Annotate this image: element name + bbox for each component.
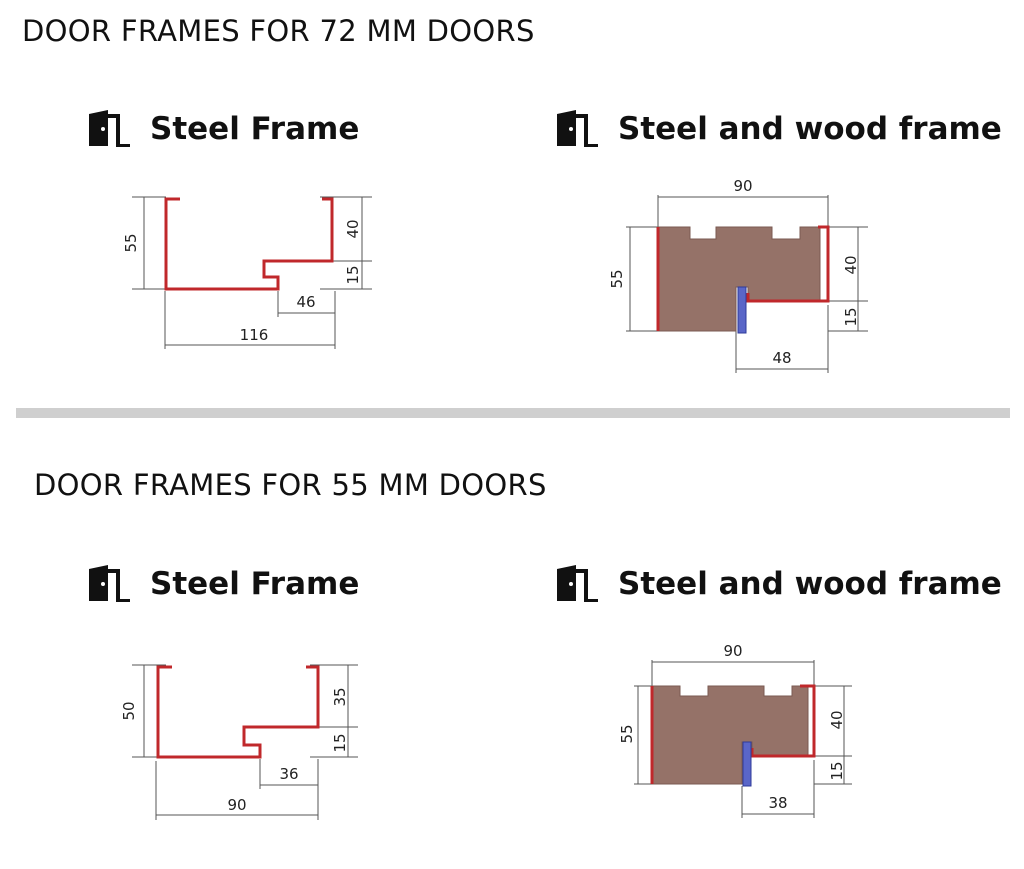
dim-right-upper: 40 xyxy=(842,255,860,274)
dim-right-upper: 35 xyxy=(331,687,349,706)
dim-right-lower: 15 xyxy=(331,733,349,752)
door-icon xyxy=(89,110,130,147)
heading-label: Steel and wood frame xyxy=(618,111,1002,147)
dim-width: 116 xyxy=(240,326,269,344)
gasket xyxy=(737,286,747,334)
steel-frame-heading-72mm: Steel Frame xyxy=(86,110,359,148)
wood-profile xyxy=(657,226,821,332)
wood-profile xyxy=(651,685,809,785)
dim-right-lower: 15 xyxy=(344,265,362,284)
steel-profile xyxy=(164,197,334,291)
wood-frame-heading-55mm: Steel and wood frame xyxy=(554,565,1002,603)
gasket xyxy=(742,741,752,787)
dim-step: 36 xyxy=(279,765,298,783)
heading-label: Steel Frame xyxy=(150,566,360,602)
steel-frame-drawing-55mm: 50 35 15 36 90 xyxy=(120,664,358,820)
dim-right-lower: 15 xyxy=(828,761,846,780)
door-icon xyxy=(557,565,598,602)
steel-cladding xyxy=(746,225,830,303)
dim-width: 90 xyxy=(227,796,246,814)
wood-frame-drawing-72mm: 90 55 40 15 48 xyxy=(608,177,868,373)
steel-frame-drawing-72mm: 55 40 15 46 116 xyxy=(122,196,372,349)
dim-bottom: 38 xyxy=(768,794,787,812)
dim-height: 50 xyxy=(120,701,138,720)
section-divider xyxy=(16,408,1010,418)
section-title-55mm: DOOR FRAMES FOR 55 MM DOORS xyxy=(34,468,547,502)
dim-bottom: 48 xyxy=(772,349,791,367)
dim-right-lower: 15 xyxy=(842,307,860,326)
steel-cladding xyxy=(750,684,816,758)
dim-right-upper: 40 xyxy=(828,710,846,729)
dim-height: 55 xyxy=(608,269,626,288)
dim-top: 90 xyxy=(723,642,742,660)
dim-step: 46 xyxy=(296,293,315,311)
heading-label: Steel Frame xyxy=(150,111,360,147)
heading-label: Steel and wood frame xyxy=(618,566,1002,602)
section-title-72mm: DOOR FRAMES FOR 72 MM DOORS xyxy=(22,14,535,48)
dim-height: 55 xyxy=(618,724,636,743)
door-icon xyxy=(89,565,130,602)
steel-frame-heading-55mm: Steel Frame xyxy=(86,565,359,603)
dim-right-upper: 40 xyxy=(344,219,362,238)
steel-profile xyxy=(156,665,320,759)
wood-frame-heading-72mm: Steel and wood frame xyxy=(554,110,1002,148)
wood-frame-drawing-55mm: 90 55 40 15 38 xyxy=(618,642,852,818)
dim-height: 55 xyxy=(122,233,140,252)
dim-top: 90 xyxy=(733,177,752,195)
door-icon xyxy=(557,110,598,147)
